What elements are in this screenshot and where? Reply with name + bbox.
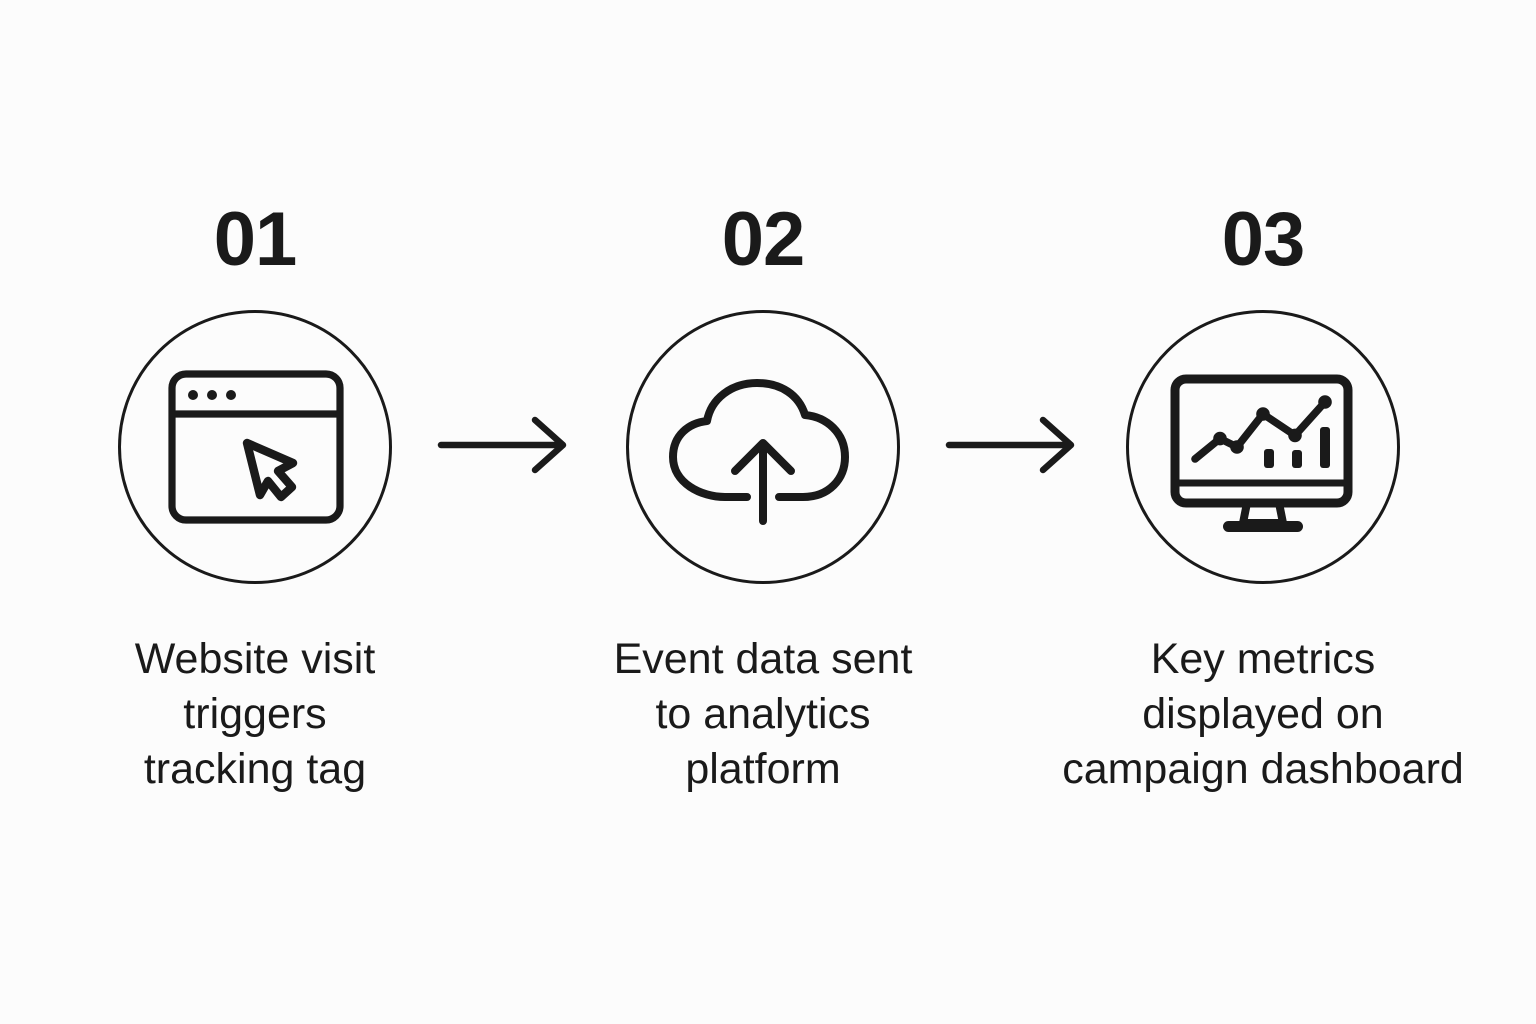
step-3: 03 Key metrics displayed on campaign bbox=[1023, 0, 1503, 1024]
step-1: 01 Website visit triggers tracking tag bbox=[15, 0, 495, 1024]
step-3-circle bbox=[1126, 310, 1400, 584]
step-3-number: 03 bbox=[1221, 197, 1306, 282]
step-2-label-line-3: platform bbox=[685, 745, 841, 793]
step-1-circle bbox=[118, 310, 392, 584]
step-2-number: 02 bbox=[721, 197, 806, 282]
step-3-label-line-3: campaign dashboard bbox=[1062, 745, 1464, 793]
step-2-label-line-1: Event data sent bbox=[613, 635, 913, 683]
arrow-right-icon bbox=[945, 416, 1075, 474]
step-3-label-line-1: Key metrics bbox=[1150, 635, 1376, 683]
browser-window-cursor-icon bbox=[168, 370, 344, 524]
arrow-right-icon bbox=[437, 416, 567, 474]
step-1-number: 01 bbox=[213, 197, 298, 282]
step-3-label-line-2: displayed on bbox=[1142, 690, 1384, 738]
dashboard-monitor-icon bbox=[1170, 374, 1353, 532]
step-1-label-line-3: tracking tag bbox=[143, 745, 367, 793]
step-2-label-line-2: to analytics bbox=[655, 690, 871, 738]
step-2: 02 Event data sent to analytics platform bbox=[523, 0, 1003, 1024]
cloud-upload-icon bbox=[669, 379, 849, 525]
step-2-circle bbox=[626, 310, 900, 584]
step-3-label: Key metrics displayed on campaign dashbo… bbox=[1023, 632, 1503, 797]
step-1-label-line-1: Website visit bbox=[134, 635, 376, 683]
step-1-label-line-2: triggers bbox=[183, 690, 327, 738]
step-1-label: Website visit triggers tracking tag bbox=[15, 632, 495, 797]
step-2-label: Event data sent to analytics platform bbox=[523, 632, 1003, 797]
